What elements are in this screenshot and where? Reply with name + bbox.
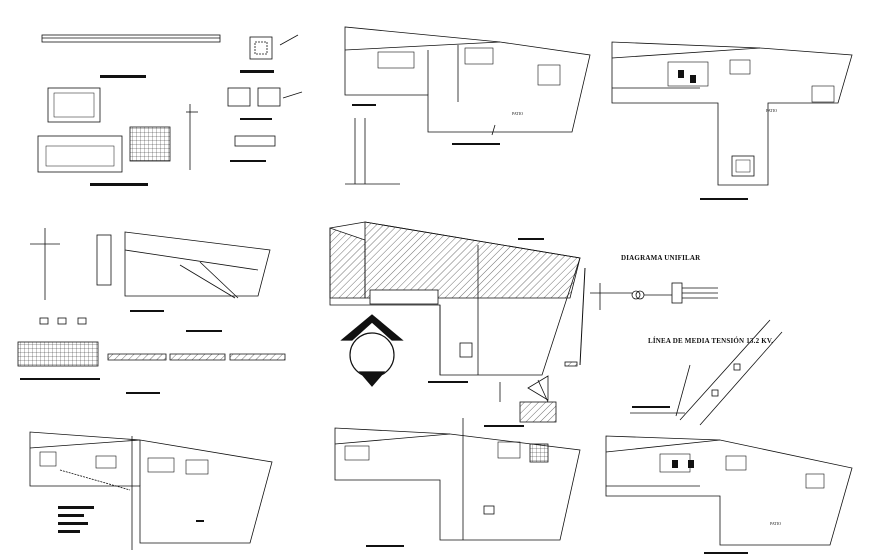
floor-plan-bottom-left	[29, 431, 273, 550]
patio-label-top-middle: PATIO	[512, 111, 523, 116]
small-detail-symbols	[499, 375, 557, 423]
compass-symbol	[340, 314, 404, 387]
detail-panel-middle-left	[17, 228, 286, 367]
medium-voltage-line	[630, 319, 783, 426]
floor-plan-top-right	[611, 41, 853, 186]
single-line-diagram	[579, 267, 718, 366]
detail-panel-top-left	[37, 34, 303, 173]
patio-label-top-right: PATIO	[766, 108, 777, 113]
floor-plan-bottom-middle	[334, 418, 581, 541]
voltage-line-title: LÍNEA DE MEDIA TENSIÓN 13.2 KV.	[648, 337, 774, 345]
floor-plan-bottom-right	[605, 435, 853, 546]
floor-plan-center-hatched	[329, 221, 581, 376]
floor-plan-top-middle	[344, 26, 591, 185]
patio-label-bottom-right: PATIO	[770, 521, 781, 526]
diagram-title: DIAGRAMA UNIFILAR	[621, 254, 701, 262]
